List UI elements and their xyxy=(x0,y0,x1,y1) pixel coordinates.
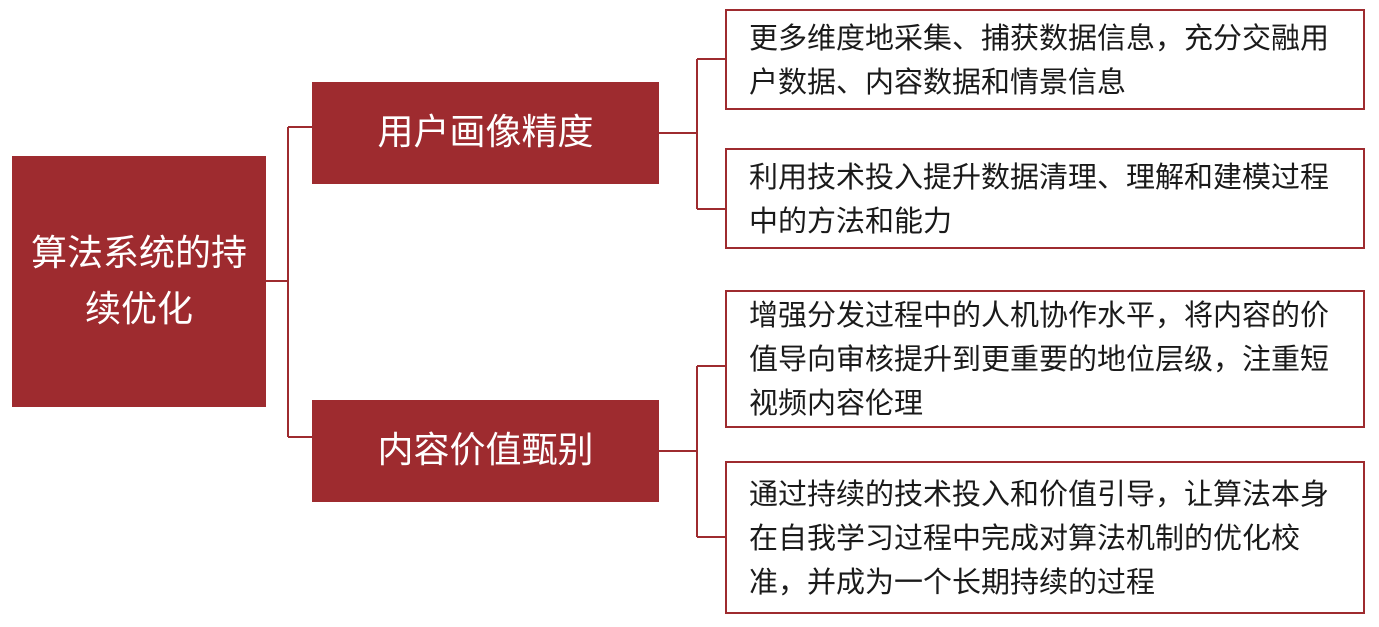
connector-branch-2-leaves xyxy=(659,365,725,538)
leaf-box: 利用技术投入提升数据清理、理解和建模过程中的方法和能力 xyxy=(725,148,1365,249)
branch-label: 内容价值甄别 xyxy=(377,430,594,471)
leaf-box: 更多维度地采集、捕获数据信息，充分交融用户数据、内容数据和情景信息 xyxy=(725,9,1365,110)
leaf-box: 通过持续的技术投入和价值引导，让算法本身在自我学习过程中完成对算法机制的优化校准… xyxy=(725,461,1365,614)
branch-node-user-profile: 用户画像精度 xyxy=(312,82,659,184)
connector-root-branches xyxy=(266,126,312,438)
leaf-box: 增强分发过程中的人机协作水平，将内容的价值导向审核提升到更重要的地位层级，注重短… xyxy=(725,290,1365,428)
leaf-text: 更多维度地采集、捕获数据信息，充分交融用户数据、内容数据和情景信息 xyxy=(749,20,1330,99)
branch-label: 用户画像精度 xyxy=(377,112,594,153)
leaf-text: 增强分发过程中的人机协作水平，将内容的价值导向审核提升到更重要的地位层级，注重短… xyxy=(749,298,1330,420)
leaf-text: 通过持续的技术投入和价值引导，让算法本身在自我学习过程中完成对算法机制的优化校准… xyxy=(749,476,1330,599)
root-label: 算法系统的持续优化 xyxy=(30,232,247,330)
root-node: 算法系统的持续优化 xyxy=(12,156,266,407)
connector-branch-1-leaves xyxy=(659,58,725,210)
leaf-text: 利用技术投入提升数据清理、理解和建模过程中的方法和能力 xyxy=(749,159,1330,238)
branch-node-content-value: 内容价值甄别 xyxy=(312,400,659,502)
